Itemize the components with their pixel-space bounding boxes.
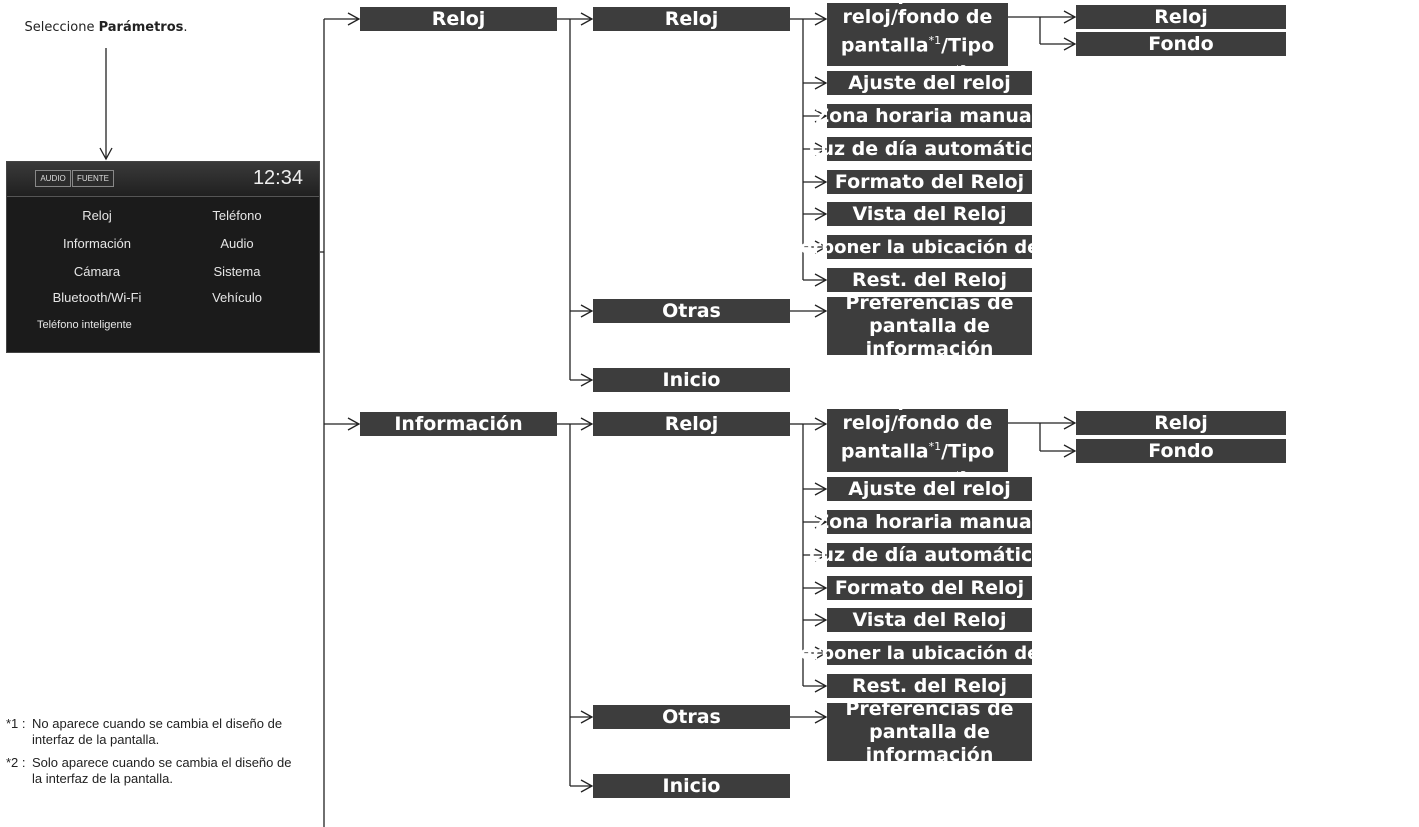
g2-superponer: Superponer la ubicación del reloj xyxy=(761,641,1098,665)
g2-ajuste: Ajuste del reloj xyxy=(827,477,1032,501)
g2-preferencias: Preferencias de pantalla de información xyxy=(827,698,1032,766)
g1-zona: Zona horaria manual* xyxy=(815,104,1044,128)
screen-item-telefono: Teléfono xyxy=(212,208,262,223)
g1-l4-fondo: Fondo xyxy=(1076,32,1286,56)
g2-l4-reloj: Reloj xyxy=(1076,411,1286,435)
g1-luz: Luz de día automática* xyxy=(808,137,1051,161)
g1-formato: Formato del Reloj xyxy=(827,170,1032,194)
head-unit-screen: AUDIO FUENTE 12:34 Reloj Teléfono Inform… xyxy=(6,161,320,353)
screen-item-reloj: Reloj xyxy=(82,208,112,223)
g2-luz: Luz de día automática* xyxy=(808,543,1051,567)
screen-clock: 12:34 xyxy=(252,167,303,189)
g2-l2-inicio: Inicio xyxy=(593,774,790,798)
g1-vista: Vista del Reloj xyxy=(827,202,1032,226)
l1-informacion: Información xyxy=(360,412,557,436)
g1-l2-reloj: Reloj xyxy=(593,7,790,31)
source-tab: FUENTE xyxy=(72,170,114,187)
g2-vista: Vista del Reloj xyxy=(827,608,1032,632)
g2-formato: Formato del Reloj xyxy=(827,576,1032,600)
g1-l2-inicio: Inicio xyxy=(593,368,790,392)
screen-item-camara: Cámara xyxy=(73,264,121,279)
g2-zona: Zona horaria manual* xyxy=(815,510,1044,534)
audio-tab: AUDIO xyxy=(35,170,71,187)
g1-rest: Rest. del Reloj xyxy=(827,268,1032,292)
intro-bold: Parámetros xyxy=(98,20,184,35)
screen-item-informacion: Información xyxy=(63,236,131,251)
screen-item-sistema: Sistema xyxy=(213,264,261,279)
g2-rest: Rest. del Reloj xyxy=(827,674,1032,698)
g1-l2-otras: Otras xyxy=(593,299,790,323)
screen-item-vehiculo: Vehículo xyxy=(212,290,262,305)
l1-reloj: Reloj xyxy=(360,7,557,31)
g1-clock-type: Tipo de reloj/fondo de pantalla*1/Tipo d… xyxy=(827,0,1008,85)
g2-l2-reloj: Reloj xyxy=(593,412,790,436)
g1-ajuste: Ajuste del reloj xyxy=(827,71,1032,95)
g2-l4-fondo: Fondo xyxy=(1076,439,1286,463)
footnote-2: *2 :Solo aparece cuando se cambia el dis… xyxy=(6,755,292,786)
intro-instruction: Seleccione Parámetros. xyxy=(24,20,188,35)
g1-preferencias: Preferencias de pantalla de información xyxy=(827,292,1032,360)
screen-item-bluetooth: Bluetooth/Wi-Fi xyxy=(52,290,142,305)
g1-l4-reloj: Reloj xyxy=(1076,5,1286,29)
footnote-1: *1 :No aparece cuando se cambia el diseñ… xyxy=(6,716,283,747)
g2-l2-otras: Otras xyxy=(593,705,790,729)
g2-clock-type: Tipo de reloj/fondo de pantalla*1/Tipo d… xyxy=(827,389,1008,491)
g1-superponer: Superponer la ubicación del reloj xyxy=(761,235,1098,259)
screen-item-smartphone: Teléfono inteligente xyxy=(37,319,132,331)
screen-item-audio: Audio xyxy=(220,236,254,251)
